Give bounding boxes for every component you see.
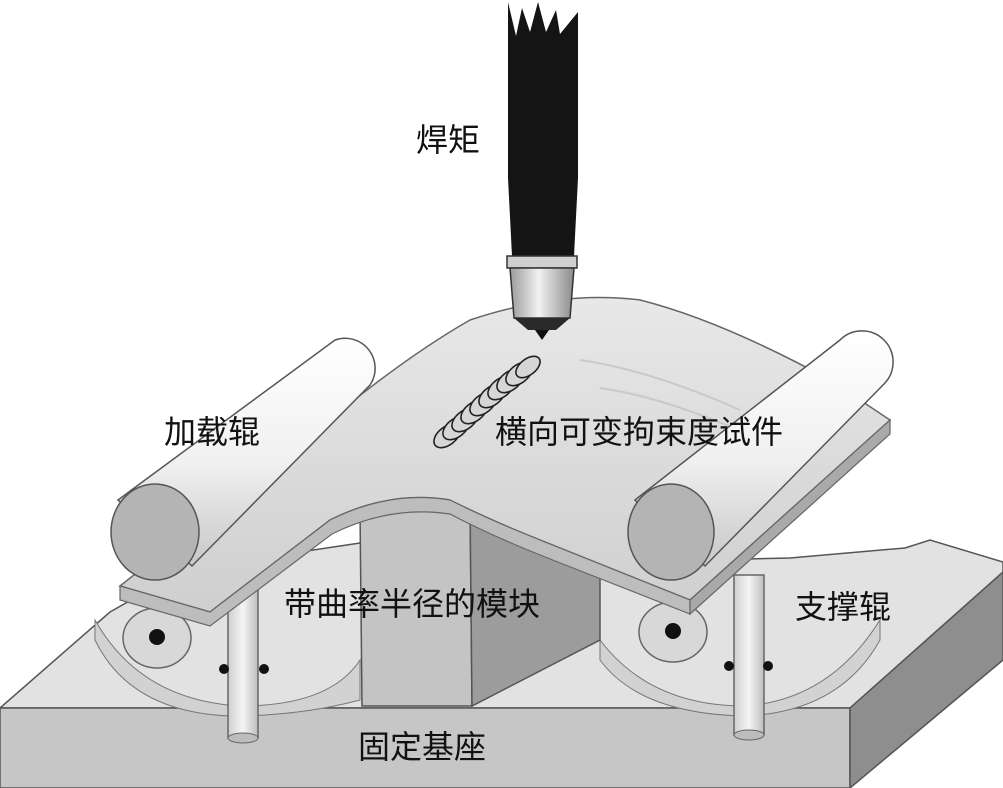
- welding-torch: [507, 2, 578, 340]
- torch-label: 焊矩: [416, 124, 480, 156]
- fixed-base-label: 固定基座: [358, 731, 486, 763]
- specimen-label: 横向可变拘束度试件: [495, 416, 783, 448]
- loading-roller-label: 加载辊: [164, 416, 260, 448]
- support-roller-label: 支撑辊: [795, 591, 891, 623]
- die-block-label: 带曲率半径的模块: [284, 588, 540, 620]
